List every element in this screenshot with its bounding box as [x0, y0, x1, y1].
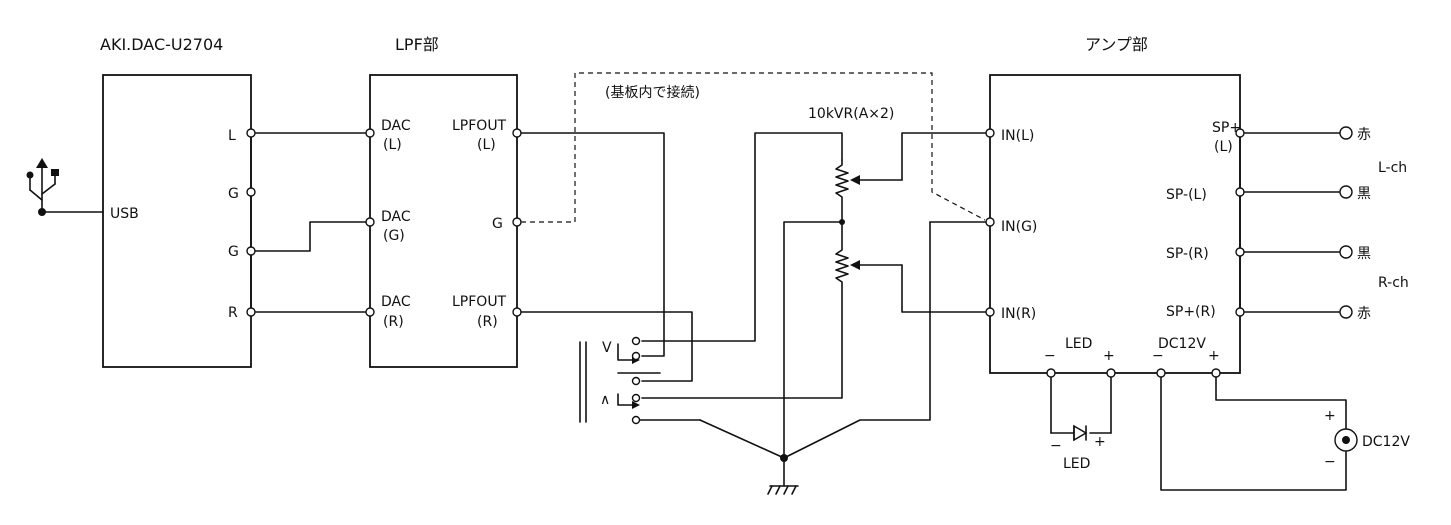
lpf-dac-r-label-1: DAC [381, 294, 411, 310]
dac-module: AKI.DAC-U2704 USB L G G R [100, 35, 252, 368]
dac-usb-label: USB [110, 206, 139, 222]
lpf-module: LPF部 DAC (L) DAC (G) DAC (R) LPFOUT (L) … [369, 35, 518, 368]
volume-pot: 10kVR(A×2) [641, 106, 989, 456]
lpf-g-label: G [492, 216, 503, 232]
dac-pin-g2-label: G [228, 244, 239, 260]
amp-led-plus-label: + [1103, 348, 1115, 364]
rch-label: R-ch [1378, 275, 1409, 291]
dc-jack-icon [1334, 428, 1358, 452]
led-ext-label: LED [1063, 456, 1090, 472]
amp-module: アンプ部 IN(L) IN(G) IN(R) SP+ (L) SP-(L) SP… [989, 35, 1241, 374]
dc-jack-minus: − [1324, 454, 1336, 470]
svg-text:∧: ∧ [600, 392, 610, 408]
dac-pin-l-label: L [228, 128, 236, 144]
amp-dc-label: DC12V [1158, 336, 1206, 352]
amp-in-g-label: IN(G) [1001, 219, 1037, 235]
board-note-label: (基板内で接続) [605, 84, 700, 101]
lpf-dac-g-label-2: (G) [383, 228, 405, 244]
amp-sp-r-plus-label: SP+(R) [1166, 304, 1216, 320]
amp-in-l-label: IN(L) [1001, 128, 1034, 144]
amp-dc-minus-label: − [1152, 348, 1164, 364]
dc-jack-label: DC12V [1362, 434, 1410, 450]
terminal-red-1: 赤 [1357, 127, 1371, 143]
terminal-red-2: 赤 [1357, 306, 1371, 322]
lpf-title: LPF部 [395, 35, 439, 54]
lch-label: L-ch [1378, 160, 1407, 176]
dac-pin-g1-label: G [228, 186, 239, 202]
lpf-dac-g-label-1: DAC [381, 209, 411, 225]
led-and-power: − + LED + − DC12V [1050, 372, 1410, 491]
lpf-dac-l-label-2: (L) [383, 137, 402, 153]
vr-label: 10kVR(A×2) [808, 106, 894, 122]
led-ext-plus: + [1094, 434, 1106, 450]
terminal-black-2: 黒 [1357, 246, 1371, 262]
amp-dc-plus-label: + [1208, 348, 1220, 364]
amp-sp-r-minus-label: SP-(R) [1166, 246, 1209, 262]
lpf-out-r-label-2: (R) [477, 314, 498, 330]
lpf-dac-r-label-2: (R) [383, 314, 404, 330]
speaker-outputs: 赤 黒 黒 赤 L-ch R-ch [1239, 126, 1409, 322]
usb-icon [26, 158, 59, 216]
amp-title: アンプ部 [1085, 35, 1148, 54]
lpf-out-routing [520, 132, 693, 382]
lpf-out-l-label-1: LPFOUT [452, 118, 507, 134]
lpf-out-l-label-2: (L) [477, 137, 496, 153]
led-icon [1073, 424, 1088, 442]
ground-symbol [699, 221, 987, 495]
lpf-dac-l-label-1: DAC [381, 118, 411, 134]
dc-jack-plus: + [1324, 408, 1336, 424]
dac-lpf-wiring [250, 132, 368, 313]
lpf-out-r-label-1: LPFOUT [452, 294, 507, 310]
amp-led-label: LED [1065, 336, 1092, 352]
board-internal-connection-note: (基板内で接続) [521, 72, 986, 223]
pins [246, 128, 1245, 378]
amp-led-minus-label: − [1044, 348, 1056, 364]
amp-sp-l-plus-label-2: (L) [1214, 139, 1233, 155]
led-ext-minus: − [1050, 438, 1062, 454]
amp-sp-l-plus-label-1: SP+ [1212, 120, 1241, 136]
amp-in-r-label: IN(R) [1001, 306, 1036, 322]
dac-pin-r-label: R [228, 305, 238, 321]
svg-text:V: V [602, 340, 612, 356]
amp-sp-l-minus-label: SP-(L) [1166, 187, 1207, 203]
terminal-black-1: 黒 [1357, 186, 1371, 202]
dac-title: AKI.DAC-U2704 [100, 35, 223, 54]
toggle-switch: V ∧ [579, 336, 701, 425]
